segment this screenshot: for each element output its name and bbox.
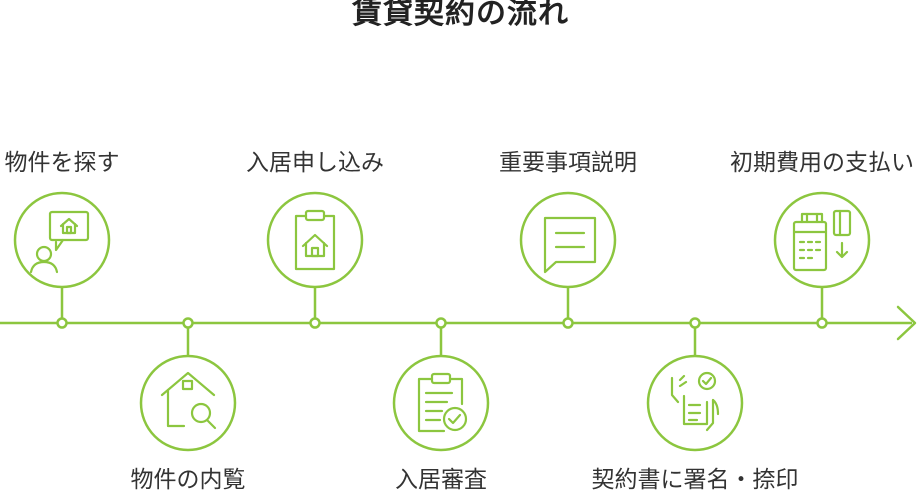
step-5 (519, 191, 617, 329)
step-6-circle (646, 354, 744, 452)
step-6-label: 契約書に署名・捺印 (591, 467, 799, 493)
timeline-diagram (0, 191, 917, 452)
step-4 (392, 317, 490, 452)
step-3 (266, 191, 364, 329)
signing-document-icon (670, 371, 720, 432)
step-7-label: 初期費用の支払い (730, 150, 914, 176)
step-6-node (689, 317, 701, 329)
step-5-node (562, 317, 574, 329)
step-4-label: 入居審査 (395, 467, 487, 493)
step-5-label: 重要事項説明 (499, 150, 637, 176)
step-1-node (56, 317, 68, 329)
step-1 (13, 191, 111, 329)
step-7-node (816, 317, 828, 329)
step-3-circle (266, 191, 364, 289)
timeline-arrowhead (896, 305, 917, 341)
step-3-label: 入居申し込み (246, 150, 384, 176)
step-4-node (435, 317, 447, 329)
clipboard-house-icon (294, 209, 336, 271)
step-7 (773, 191, 871, 329)
step-5-circle (519, 191, 617, 289)
step-2-node (182, 317, 194, 329)
step-7-circle (773, 191, 871, 289)
page-title: 賃貸契約の流れ (352, 0, 569, 31)
house-search-person-icon (29, 210, 90, 274)
step-1-label: 物件を探す (4, 150, 120, 176)
house-magnifier-icon (160, 371, 217, 430)
payment-terminal-card-icon (792, 209, 852, 272)
step-2-circle (139, 354, 237, 452)
speech-bubble-icon (543, 216, 597, 274)
step-6 (646, 317, 744, 452)
step-2 (139, 317, 237, 452)
step-3-node (309, 317, 321, 329)
clipboard-check-icon (417, 372, 468, 433)
step-2-label: 物件の内覧 (130, 467, 246, 493)
